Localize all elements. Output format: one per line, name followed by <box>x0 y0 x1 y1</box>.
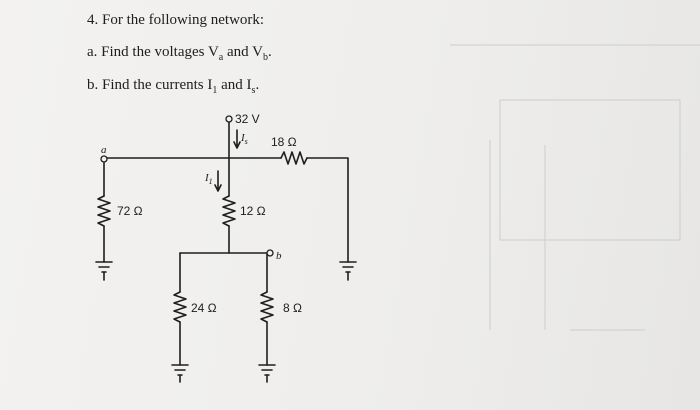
part-a-and: and V <box>223 44 263 60</box>
wire-18-right <box>306 157 349 263</box>
resistor-72-symbol <box>97 195 111 227</box>
current-is-arrow-icon <box>233 129 241 149</box>
resistor-12-label: 12 Ω <box>240 204 266 218</box>
node-b-terminal <box>266 249 274 257</box>
ground-24-icon <box>171 364 189 376</box>
part-b-sub-1: 1 <box>212 85 218 96</box>
part-a-sub-a: a <box>218 52 224 63</box>
node-b-label: b <box>276 250 282 262</box>
ground-left-icon <box>95 261 113 273</box>
resistor-24-symbol <box>173 291 187 323</box>
resistor-12-symbol <box>222 195 236 227</box>
source-voltage-label: 32 V <box>235 112 260 126</box>
part-b-and: and I <box>217 77 252 93</box>
current-i1-arrow-icon <box>214 170 222 192</box>
faint-background-sketch <box>450 44 700 331</box>
current-i1-label: I1 <box>204 172 213 186</box>
node-a-terminal <box>100 155 108 163</box>
part-a-text: a. Find the voltages V <box>87 44 219 60</box>
part-a-period: . <box>267 44 272 60</box>
ground-8-icon <box>258 364 276 376</box>
current-is-subscript: s <box>245 137 248 146</box>
resistor-24-label: 24 Ω <box>191 301 217 315</box>
part-b-sub-s: s <box>251 85 256 96</box>
resistor-8-symbol <box>260 291 274 323</box>
current-is-label: Is <box>240 132 248 146</box>
question-part-a: a. Find the voltages Va and Vb. <box>87 44 272 63</box>
node-a-label: a <box>101 144 107 156</box>
question-title: 4. For the following network: <box>87 12 265 28</box>
source-terminal <box>225 115 233 123</box>
ground-right-icon <box>339 261 357 273</box>
current-i1-letter: I <box>204 172 210 184</box>
part-b-period: . <box>255 77 260 93</box>
current-i1-subscript: 1 <box>209 177 213 186</box>
resistor-18-label: 18 Ω <box>271 135 297 149</box>
part-b-text: b. Find the currents I <box>87 77 213 93</box>
question-part-b: b. Find the currents I1 and Is. <box>87 77 259 96</box>
resistor-8-label: 8 Ω <box>283 301 302 315</box>
resistor-72-label: 72 Ω <box>117 204 143 218</box>
current-is-letter: I <box>240 132 246 144</box>
part-a-sub-b: b <box>262 52 268 63</box>
resistor-18-symbol <box>280 151 308 165</box>
